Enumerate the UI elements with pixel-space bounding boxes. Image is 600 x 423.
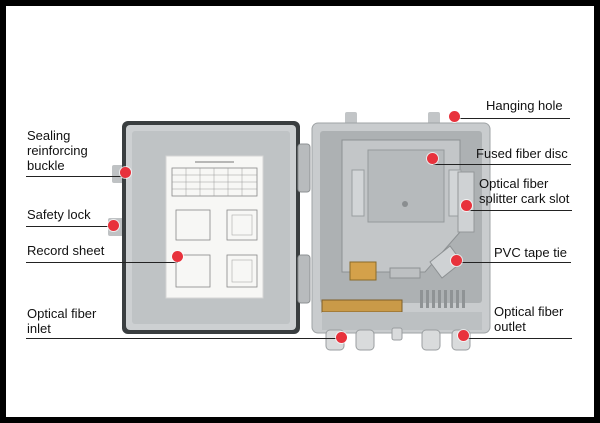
leader-pvc-tape-tie xyxy=(457,262,571,263)
marker-fused-fiber-disc xyxy=(427,153,438,164)
marker-fiber-inlet xyxy=(336,332,347,343)
leader-safety-lock xyxy=(26,226,116,227)
marker-sealing-buckle xyxy=(120,167,131,178)
hinges xyxy=(297,143,311,304)
label-fused-fiber-disc: Fused fiber disc xyxy=(476,146,568,161)
label-fiber-inlet: Optical fiber inlet xyxy=(27,306,97,336)
leader-fiber-outlet xyxy=(464,338,572,339)
marker-pvc-tape-tie xyxy=(451,255,462,266)
leader-record-sheet xyxy=(26,262,178,263)
box-body xyxy=(311,112,491,334)
leader-fiber-inlet xyxy=(26,338,342,339)
label-sealing-buckle: Sealing reinforcing buckle xyxy=(27,128,88,173)
label-safety-lock: Safety lock xyxy=(27,207,91,222)
label-fiber-outlet: Optical fiber outlet xyxy=(494,304,564,334)
leader-splitter-slot xyxy=(466,210,572,211)
label-pvc-tape-tie: PVC tape tie xyxy=(494,245,567,260)
marker-record-sheet xyxy=(172,251,183,262)
leader-sealing-buckle xyxy=(26,176,124,177)
record-sheet-paper xyxy=(165,155,264,299)
label-record-sheet: Record sheet xyxy=(27,243,105,258)
marker-hanging-hole xyxy=(449,111,460,122)
leader-fused-fiber-disc xyxy=(433,164,571,165)
marker-splitter-slot xyxy=(461,200,472,211)
marker-safety-lock xyxy=(108,220,119,231)
label-hanging-hole: Hanging hole xyxy=(486,98,563,113)
marker-fiber-outlet xyxy=(458,330,469,341)
leader-hanging-hole xyxy=(455,118,570,119)
label-splitter-slot: Optical fiber splitter cark slot xyxy=(479,176,570,206)
